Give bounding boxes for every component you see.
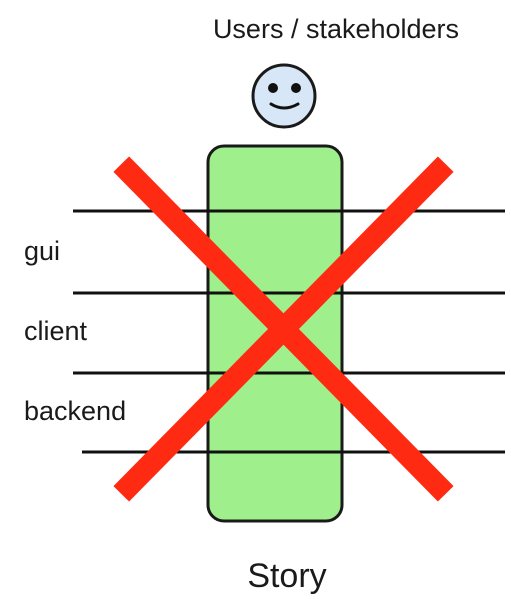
layer-label-client: client — [24, 316, 88, 346]
stakeholder-label: Users / stakeholders — [213, 14, 459, 44]
story-label: Story — [247, 557, 326, 595]
face-left-eye — [268, 83, 278, 93]
red-x-cross-icon — [113, 156, 454, 502]
layer-label-backend: backend — [24, 396, 126, 426]
face-smile — [269, 102, 300, 110]
layer-label-gui: gui — [24, 236, 60, 266]
cross-stroke-2 — [113, 156, 454, 502]
layer-lines — [73, 209, 505, 454]
smiley-face-icon — [251, 63, 317, 129]
face-right-eye — [291, 83, 301, 93]
face-circle — [251, 63, 317, 129]
